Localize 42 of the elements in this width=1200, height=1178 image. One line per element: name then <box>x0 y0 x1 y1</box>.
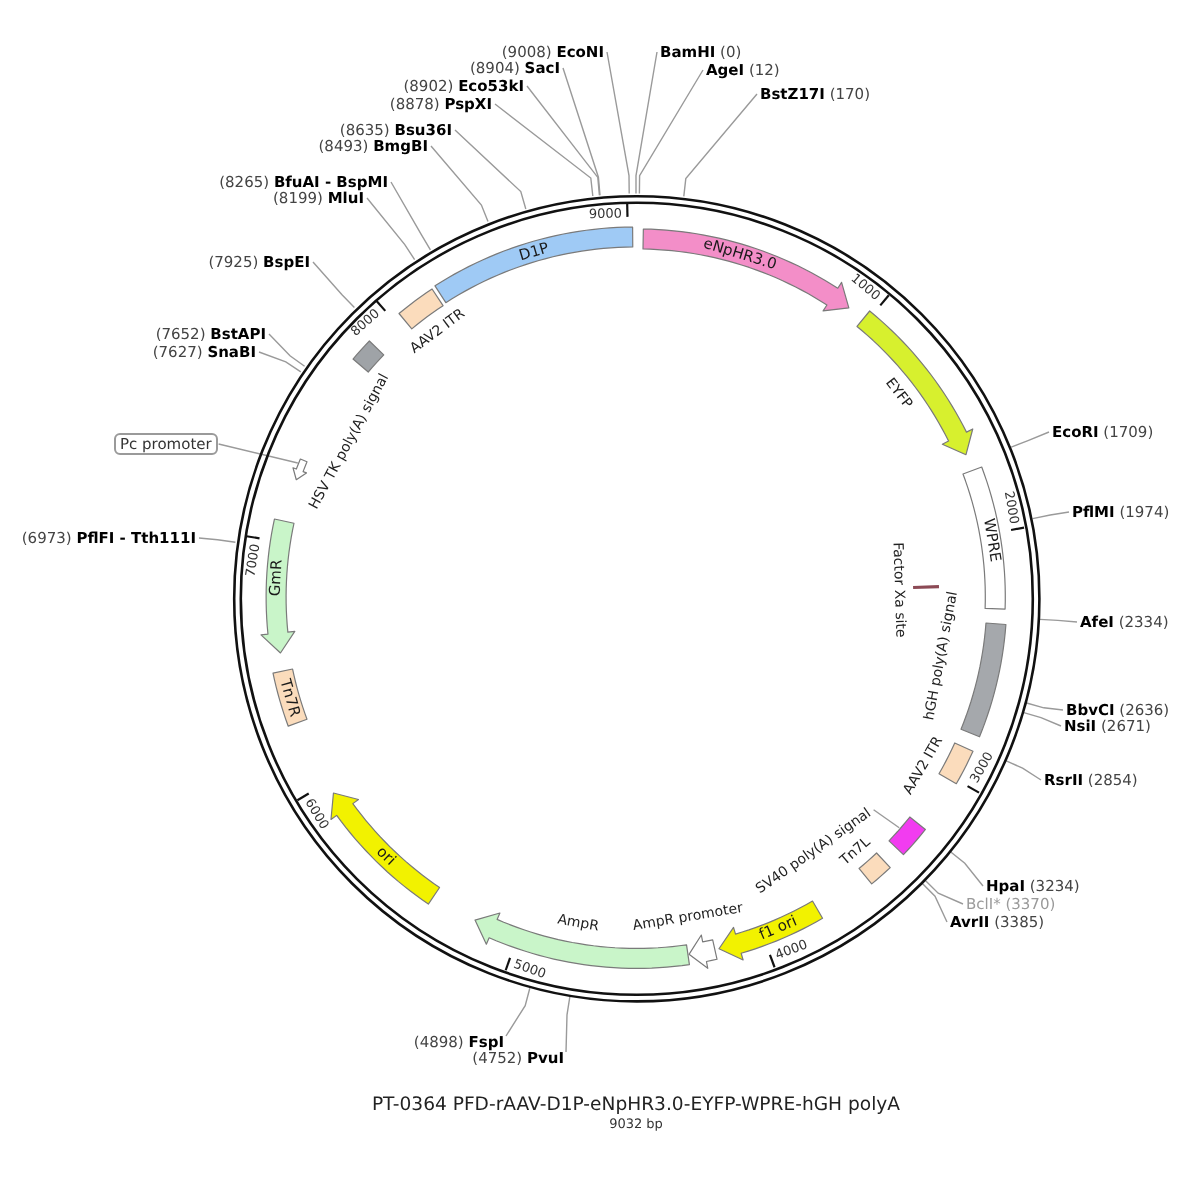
leader-line <box>635 51 658 195</box>
feature-block <box>272 668 309 728</box>
leader-line <box>526 85 601 196</box>
leader-line <box>921 882 948 923</box>
leader-line <box>950 851 984 887</box>
leader-line <box>1031 511 1070 520</box>
leader-line <box>924 879 964 905</box>
leader-line <box>565 996 571 1053</box>
leader-line <box>1039 618 1078 623</box>
leader-line <box>505 987 531 1037</box>
leader-line <box>198 537 237 543</box>
directional-feature <box>259 518 296 655</box>
leader-line <box>562 67 601 196</box>
leader-line <box>872 809 900 829</box>
leader-line <box>366 197 416 261</box>
leader-line <box>606 51 630 195</box>
feature-block <box>434 226 635 305</box>
leader-line <box>268 333 306 367</box>
feature-block <box>887 815 927 855</box>
leader-line <box>390 181 432 251</box>
leader-line <box>312 261 356 309</box>
leader-line <box>683 93 758 198</box>
leader-line <box>1005 760 1042 781</box>
plasmid-title: PT-0364 PFD-rAAV-D1P-eNpHR3.0-EYFP-WPRE-hGH polyA <box>371 1096 901 1115</box>
leader-line <box>430 145 489 223</box>
site-marker <box>911 584 940 591</box>
feature-block <box>959 622 1006 739</box>
leader-line <box>258 351 302 373</box>
directional-feature <box>687 933 718 970</box>
leader-line <box>494 103 594 197</box>
directional-feature <box>291 457 308 480</box>
directional-feature <box>856 310 975 457</box>
leader-line <box>1025 702 1064 711</box>
leader-line <box>1023 711 1062 727</box>
leader-line <box>638 69 704 195</box>
leader-line <box>454 129 527 210</box>
leader-line <box>217 443 299 464</box>
directional-feature <box>641 227 849 311</box>
feature-block <box>962 466 1007 612</box>
directional-feature <box>330 792 441 906</box>
leader-line <box>1010 431 1050 448</box>
feature-block <box>352 339 386 373</box>
